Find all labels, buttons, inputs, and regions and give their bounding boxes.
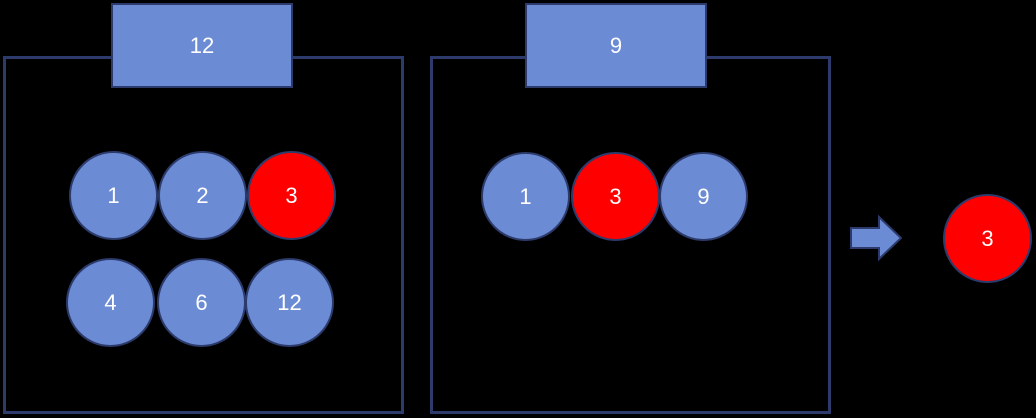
left-set-header-label: 12 (189, 32, 215, 58)
node-left-r1-c2[interactable]: 12 (245, 258, 334, 347)
node-label: 6 (195, 289, 208, 315)
right-set-header-label: 9 (609, 32, 623, 58)
node-left-r0-c1[interactable]: 2 (158, 151, 247, 240)
result-node[interactable]: 3 (943, 194, 1032, 283)
node-label: 9 (697, 183, 710, 209)
node-left-r1-c0[interactable]: 4 (66, 258, 155, 347)
node-label: 1 (107, 182, 120, 208)
node-left-r1-c1[interactable]: 6 (157, 258, 246, 347)
right-set-header: 9 (525, 3, 707, 88)
result-node-label: 3 (981, 225, 994, 251)
node-left-r0-c2[interactable]: 3 (247, 151, 336, 240)
node-label: 3 (609, 183, 622, 209)
node-right-r0-c2[interactable]: 9 (659, 152, 748, 241)
node-left-r0-c0[interactable]: 1 (69, 151, 158, 240)
node-right-r0-c1[interactable]: 3 (571, 152, 660, 241)
node-label: 2 (196, 182, 209, 208)
node-right-r0-c0[interactable]: 1 (481, 152, 570, 241)
node-label: 12 (277, 289, 302, 315)
node-label: 3 (285, 182, 298, 208)
node-label: 4 (104, 289, 117, 315)
left-set-header: 12 (111, 3, 293, 88)
node-label: 1 (519, 183, 532, 209)
right-arrow-icon (850, 214, 902, 262)
